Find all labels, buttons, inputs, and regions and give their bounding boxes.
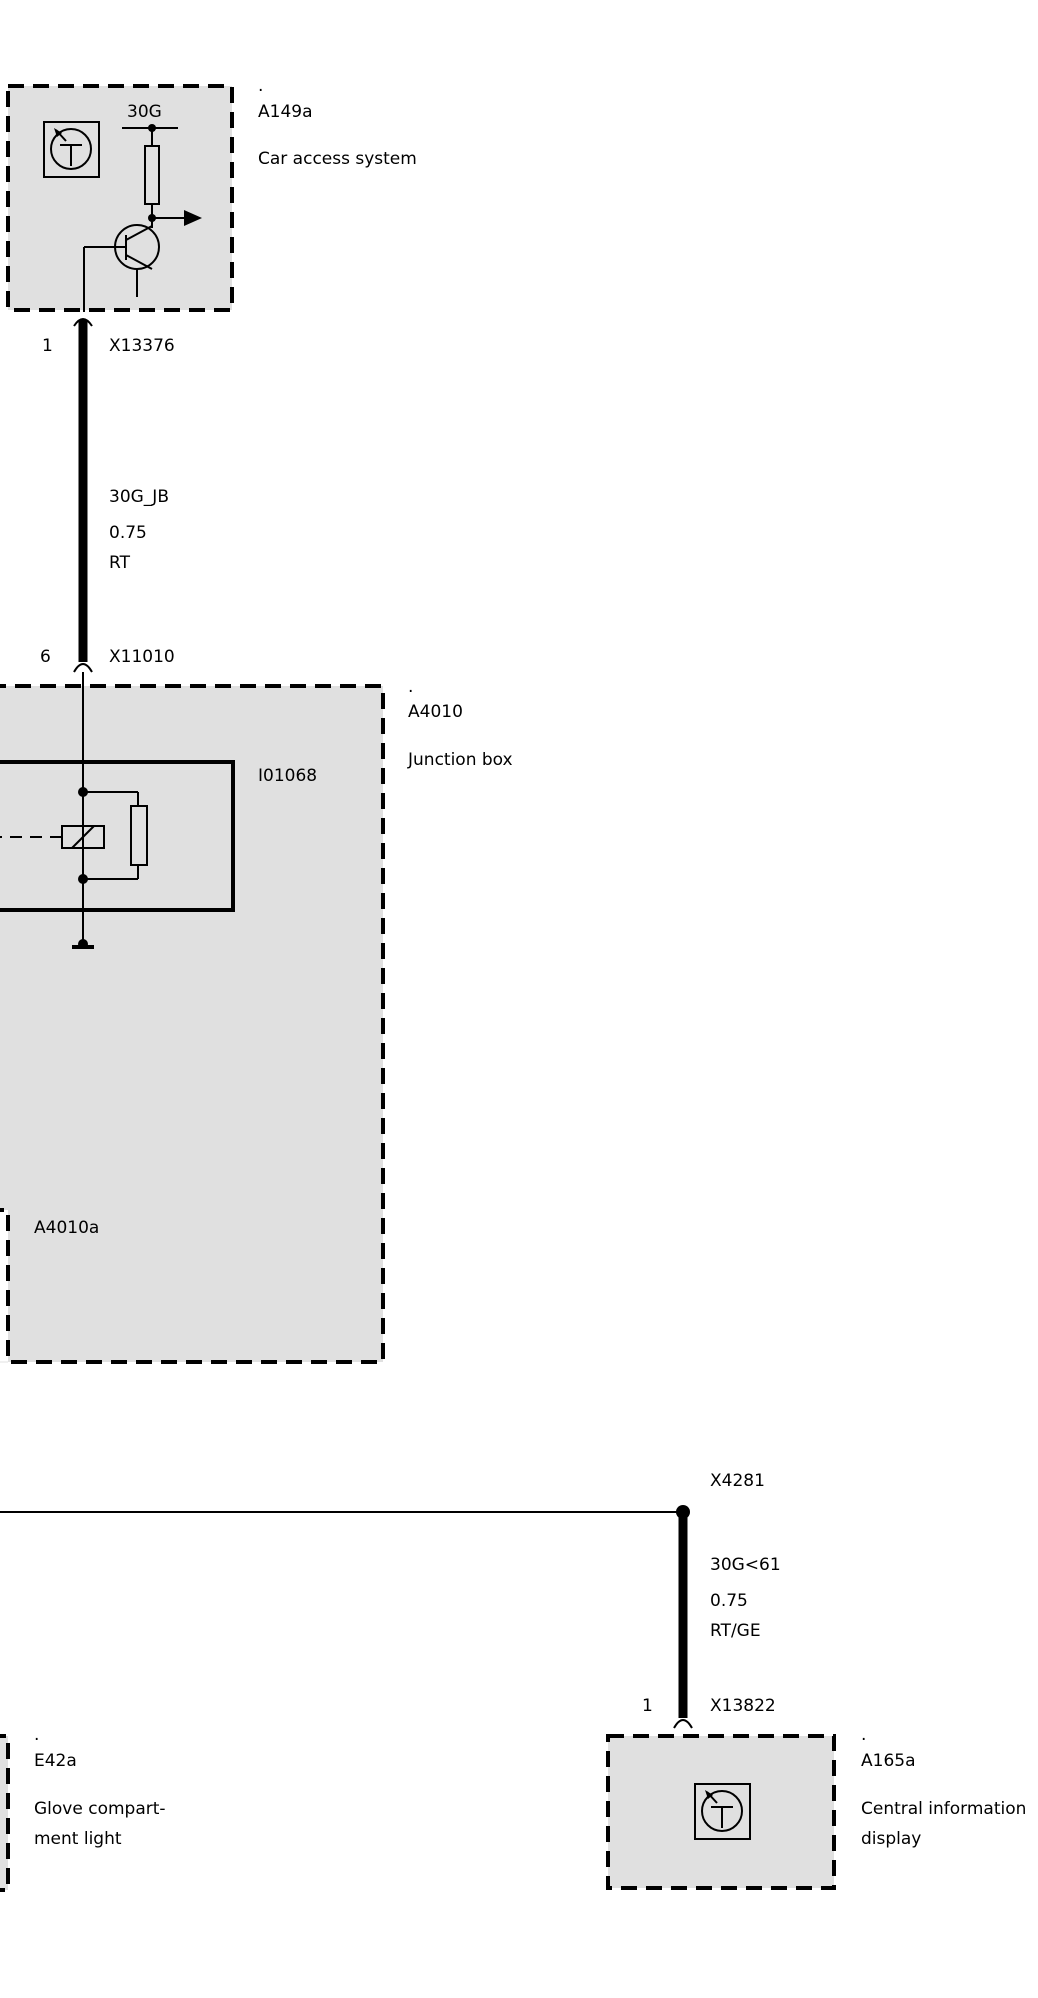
e42a-name-line2: ment light [34, 1829, 122, 1849]
a149a-terminal-label: 30G [127, 102, 162, 122]
a4010a-id: A4010a [34, 1218, 99, 1238]
wire1-signal: 30G_JB [109, 487, 169, 507]
wire-30g-jb[interactable] [73, 318, 93, 673]
x4281-id: X4281 [710, 1471, 765, 1491]
wire2-color: RT/GE [710, 1621, 761, 1641]
e42a-id: E42a [34, 1751, 77, 1771]
a165a-name-line2: display [861, 1829, 921, 1849]
wire2-signal: 30G<61 [710, 1555, 781, 1575]
wire1-gauge: 0.75 [109, 523, 147, 543]
component-a165a[interactable]: . A165a Central information display [606, 1725, 1026, 1890]
e42a-box [0, 1734, 10, 1892]
x13376-pin: 1 [42, 336, 53, 356]
a149a-dot: . [258, 76, 263, 96]
relay-id: I01068 [258, 766, 317, 786]
wire1-color: RT [109, 553, 131, 573]
component-a4010[interactable]: . A4010 Junction box I01068 A4010a [0, 672, 513, 1364]
wire2-gauge: 0.75 [710, 1591, 748, 1611]
x13822-id: X13822 [710, 1696, 776, 1716]
x13376-id: X13376 [109, 336, 175, 356]
a149a-name: Car access system [258, 149, 417, 169]
component-a149a[interactable]: 30G . A149a Car access system [6, 76, 417, 312]
wire-30g-61[interactable] [0, 1505, 693, 1729]
connector-x13822-hook [673, 1719, 693, 1729]
a149a-id: A149a [258, 102, 313, 122]
connector-x13376-hook [73, 318, 93, 327]
a4010-name: Junction box [407, 750, 513, 770]
e42a-dot: . [34, 1725, 39, 1745]
a4010-dot: . [408, 677, 413, 697]
e42a-name-line1: Glove compart- [34, 1799, 166, 1819]
relay-i01068 [0, 672, 235, 949]
a4010-box [0, 684, 385, 1364]
transistor-module-icon [694, 1783, 751, 1840]
a149a-box [6, 84, 234, 312]
x11010-pin: 6 [40, 647, 51, 667]
a4010-id: A4010 [408, 702, 463, 722]
transistor-module-icon [43, 121, 100, 178]
a165a-dot: . [861, 1725, 866, 1745]
a165a-id: A165a [861, 1751, 916, 1771]
a165a-name-line1: Central information [861, 1799, 1026, 1819]
x13822-pin: 1 [642, 1696, 653, 1716]
connector-x11010-hook [73, 663, 93, 673]
x11010-id: X11010 [109, 647, 175, 667]
component-e42a[interactable]: . E42a Glove compart- ment light [0, 1725, 166, 1892]
output-stage-icon [83, 124, 202, 312]
